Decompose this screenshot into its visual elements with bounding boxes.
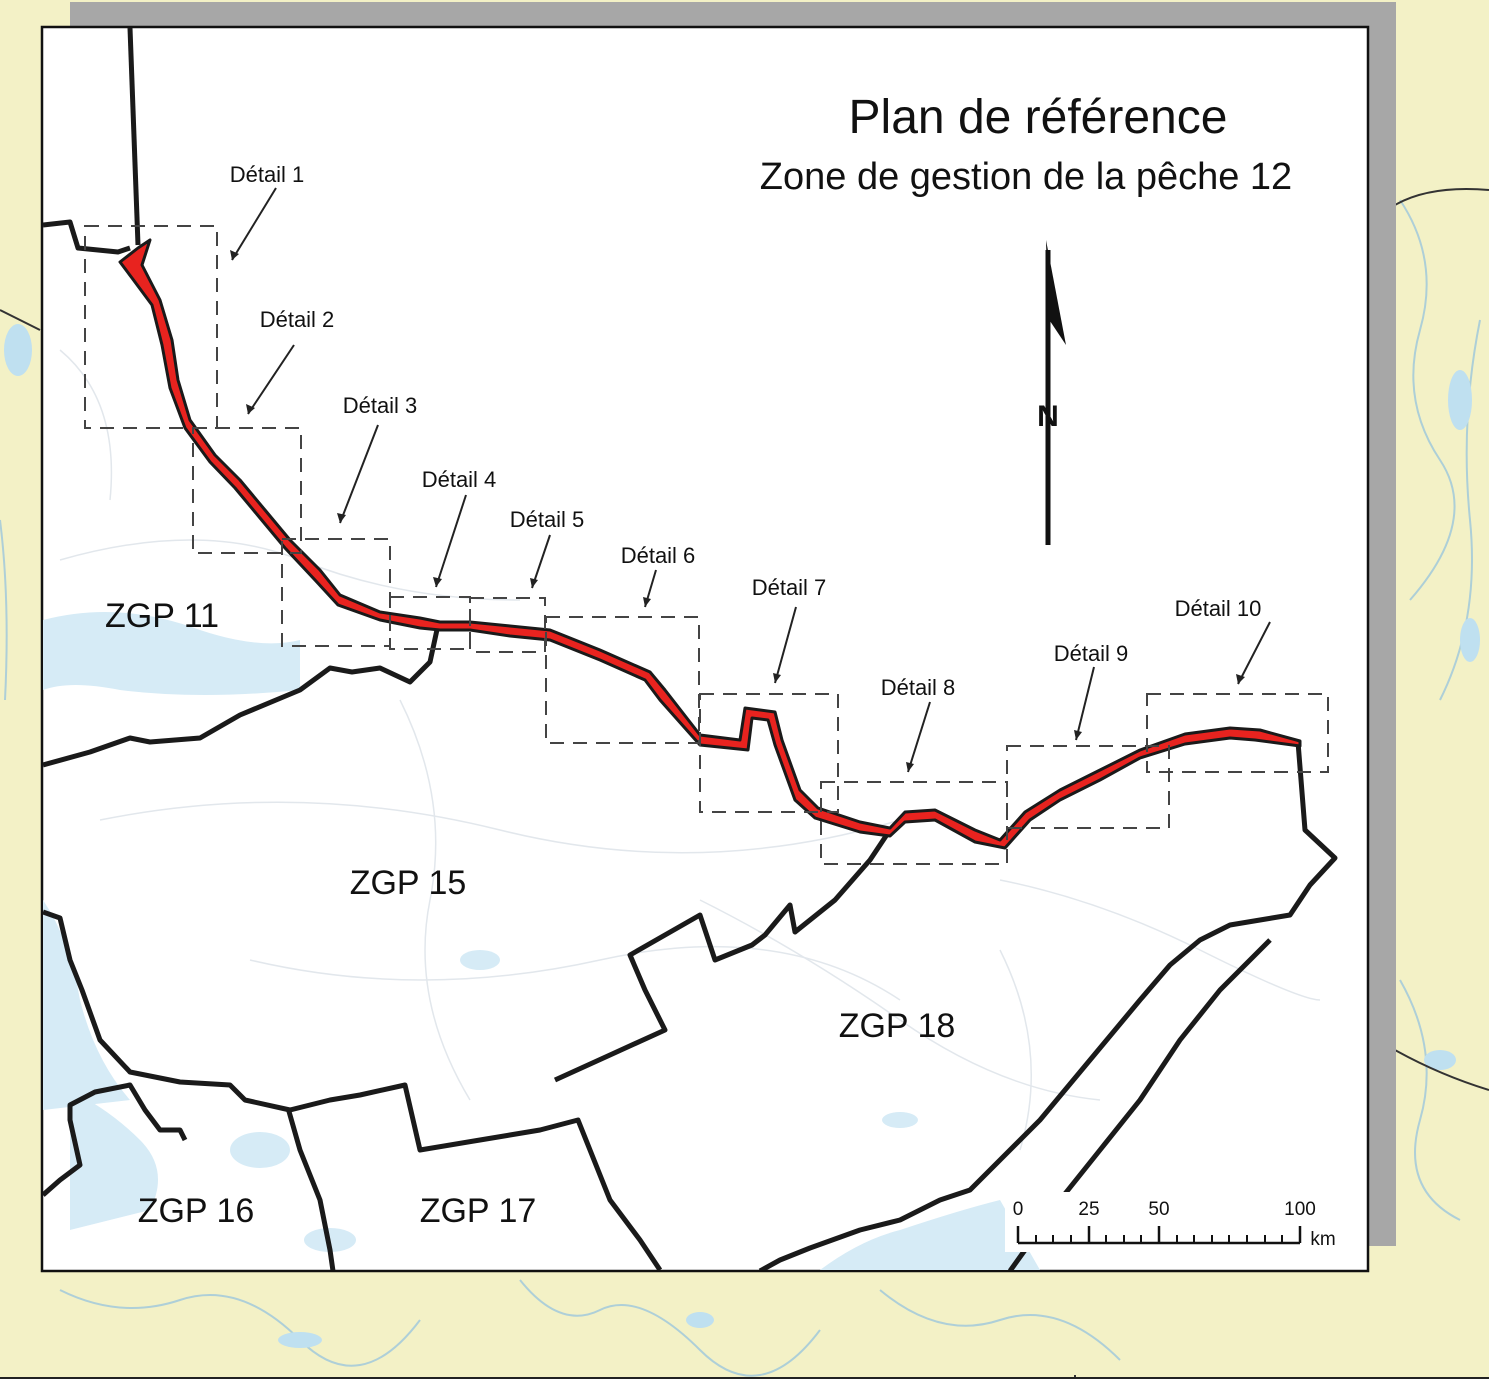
detail-arrow-5 [531, 534, 551, 589]
detail-arrow-1 [231, 187, 277, 261]
detail-frames [84, 225, 1329, 865]
detail-labels: Détail 1 Détail 2 Détail 3 Détail 4 Déta… [230, 162, 1262, 700]
detail-frame-7 [699, 693, 839, 813]
detail-arrow-2 [247, 344, 295, 415]
detail-arrow-7 [774, 606, 797, 684]
detail-label-9: Détail 9 [1054, 641, 1129, 666]
map-title: Plan de référence [849, 91, 1228, 144]
detail-label-4: Détail 4 [422, 467, 497, 492]
zone-label-zgp17: ZGP 17 [420, 1192, 537, 1230]
detail-arrow-4 [435, 494, 467, 588]
detail-arrow-10 [1237, 621, 1271, 685]
detail-frame-3 [281, 538, 391, 647]
background-lakes [4, 324, 1480, 1348]
north-label: N [1037, 400, 1059, 433]
zone12-corridor [118, 238, 1302, 850]
detail-label-5: Détail 5 [510, 507, 585, 532]
detail-frame-5 [469, 597, 546, 653]
zone-label-zgp18: ZGP 18 [839, 1007, 956, 1045]
scale-tick-0: 0 [1013, 1199, 1024, 1220]
detail-label-6: Détail 6 [621, 543, 696, 568]
detail-frame-8 [820, 781, 1008, 865]
map-subtitle: Zone de gestion de la pêche 12 [760, 156, 1292, 198]
zone-label-zgp11: ZGP 11 [105, 597, 219, 635]
scale-tick-25: 25 [1078, 1199, 1099, 1220]
scale-unit: km [1310, 1229, 1335, 1250]
scale-tick-50: 50 [1148, 1199, 1169, 1220]
detail-label-2: Détail 2 [260, 307, 335, 332]
detail-arrow-9 [1075, 666, 1095, 741]
zone-label-zgp15: ZGP 15 [350, 864, 467, 902]
bottom-strip [0, 1378, 1489, 1390]
detail-arrow-8 [907, 701, 931, 773]
detail-frame-9 [1006, 745, 1170, 829]
zone-label-zgp16: ZGP 16 [138, 1192, 255, 1230]
detail-arrow-3 [339, 424, 379, 524]
detail-label-7: Détail 7 [752, 575, 827, 600]
detail-label-8: Détail 8 [881, 675, 956, 700]
detail-frame-10 [1146, 693, 1329, 773]
detail-label-3: Détail 3 [343, 393, 418, 418]
detail-frame-2 [192, 427, 302, 554]
detail-label-1: Détail 1 [230, 162, 305, 187]
zone-labels: ZGP 11 ZGP 15 ZGP 16 ZGP 17 ZGP 18 [105, 597, 955, 1230]
scale-tick-100: 100 [1284, 1199, 1316, 1220]
scale-bar: 0 25 50 100 km [1005, 1192, 1345, 1252]
background-rivers [0, 199, 1481, 1377]
detail-arrows [231, 187, 1271, 773]
detail-frame-6 [545, 616, 700, 744]
detail-frame-1 [84, 225, 218, 429]
north-arrow-icon: N [1037, 240, 1066, 545]
detail-label-10: Détail 10 [1175, 596, 1262, 621]
detail-arrowheads [230, 250, 1245, 772]
